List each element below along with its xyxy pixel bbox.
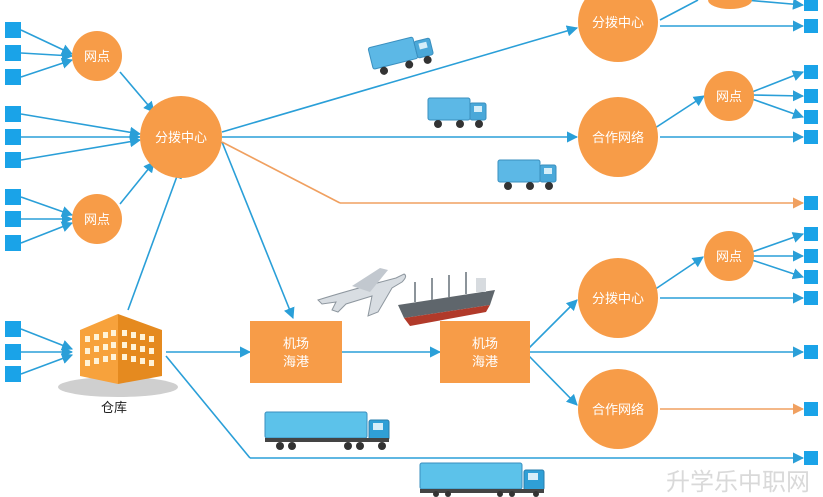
- partner-bottom-label: 合作网络: [592, 402, 644, 418]
- truck-icon-bottom: [419, 462, 545, 497]
- port-a-node: 机场 海港: [250, 321, 342, 383]
- truck-icon-third: [497, 159, 557, 190]
- connection-lines: [20, 0, 805, 464]
- netpoint-right-mid-node: 网点: [704, 231, 754, 281]
- warehouse-label: 仓库: [101, 400, 127, 416]
- left-endpoint-squares: [5, 22, 21, 382]
- port-b-node: 机场 海港: [440, 321, 530, 383]
- hub-left-label: 分拨中心: [155, 131, 207, 146]
- hub-right-mid-label: 分拨中心: [592, 292, 644, 307]
- netpoint-top-label: 网点: [84, 50, 110, 65]
- port-a-line2: 海港: [283, 355, 309, 370]
- hub-left-node: 分拨中心: [140, 96, 222, 178]
- partner-top-label: 合作网络: [592, 130, 644, 146]
- port-a-line1: 机场: [283, 337, 309, 352]
- port-b-line1: 机场: [472, 337, 498, 352]
- port-b-line2: 海港: [472, 355, 498, 370]
- truck-icon-top: [367, 36, 434, 75]
- truck-icon-second: [427, 97, 487, 128]
- netpoint-mid-node: 网点: [72, 194, 122, 244]
- netpoint-right-top-node: 网点: [704, 71, 754, 121]
- partner-top-node: 合作网络: [578, 97, 658, 177]
- right-endpoint-squares: [804, 0, 818, 465]
- orange-connection-lines: [221, 141, 805, 415]
- cargo-ship-icon: [398, 272, 495, 326]
- netpoint-top-right-partial-node: [708, 0, 752, 9]
- netpoint-top-node: 网点: [72, 31, 122, 81]
- partner-bottom-node: 合作网络: [578, 369, 658, 449]
- hub-top-node: 分拨中心: [578, 0, 658, 62]
- watermark-text: 升学乐中职网: [666, 468, 810, 496]
- warehouse-building-icon: [58, 314, 178, 397]
- truck-icon-trailer: [264, 411, 390, 450]
- netpoint-right-top-label: 网点: [716, 90, 742, 105]
- hub-right-mid-node: 分拨中心: [578, 258, 658, 338]
- airplane-icon: [317, 268, 407, 317]
- hub-top-label: 分拨中心: [592, 16, 644, 31]
- netpoint-mid-label: 网点: [84, 213, 110, 228]
- netpoint-right-mid-label: 网点: [716, 250, 742, 265]
